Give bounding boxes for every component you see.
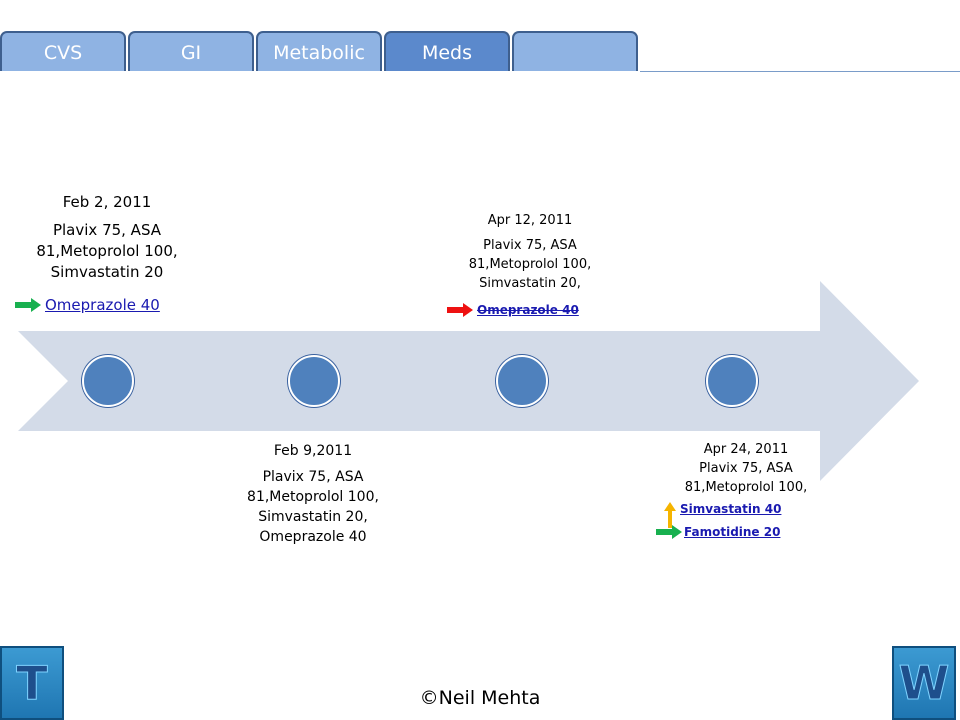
entry-date: Feb 2, 2011	[62, 193, 152, 211]
timeline-node-2[interactable]	[288, 355, 340, 407]
tab-bar: CVS GI Metabolic Meds	[0, 31, 960, 73]
entry-date: Apr 24, 2011	[703, 442, 789, 457]
entry-med-line: Simvastatin 20	[50, 263, 164, 281]
change-row: Simvastatin 40	[664, 498, 781, 528]
timeline-entry-apr-24: Apr 24, 2011 Plavix 75, ASA 81,Metoprolo…	[658, 440, 834, 497]
copyright-footer: ©Neil Mehta	[419, 687, 541, 709]
green-right-arrow-icon	[656, 525, 682, 539]
tab-blank[interactable]	[512, 31, 638, 71]
t-button[interactable]: T	[0, 646, 64, 720]
tab-cvs[interactable]: CVS	[0, 31, 126, 71]
entry-med-line: Plavix 75, ASA	[262, 469, 364, 485]
entry-med-line: Simvastatin 20,	[479, 276, 581, 291]
timeline-node-4[interactable]	[706, 355, 758, 407]
med-change-link[interactable]: Omeprazole 40	[45, 296, 160, 314]
timeline-node-3[interactable]	[496, 355, 548, 407]
entry-date: Apr 12, 2011	[487, 213, 573, 228]
med-change-link[interactable]: Simvastatin 40	[680, 502, 782, 516]
timeline-entry-feb-2: Feb 2, 2011 Plavix 75, ASA 81,Metoprolol…	[18, 192, 196, 283]
entry-med-line: Omeprazole 40	[259, 529, 367, 545]
timeline-entry-feb-9: Feb 9,2011 Plavix 75, ASA 81,Metoprolol …	[222, 441, 404, 547]
yellow-up-arrow-icon	[664, 502, 676, 528]
tab-meds[interactable]: Meds	[384, 31, 510, 71]
change-row: Omeprazole 40	[15, 296, 160, 314]
w-button[interactable]: W	[892, 646, 956, 720]
med-change-link[interactable]: Omeprazole 40	[477, 303, 579, 317]
red-right-arrow-icon	[447, 303, 473, 317]
med-change-link[interactable]: Famotidine 20	[684, 525, 781, 539]
entry-med-line: Simvastatin 20,	[258, 509, 368, 525]
timeline-entry-apr-12: Apr 12, 2011 Plavix 75, ASA 81,Metoprolo…	[445, 211, 615, 293]
entry-med-line: Plavix 75, ASA	[699, 461, 793, 476]
entry-date: Feb 9,2011	[273, 443, 353, 459]
entry-med-line: 81,Metoprolol 100,	[247, 489, 379, 505]
tab-metabolic[interactable]: Metabolic	[256, 31, 382, 71]
change-row: Omeprazole 40	[447, 303, 579, 317]
change-row: Famotidine 20	[656, 525, 780, 539]
entry-med-line: 81,Metoprolol 100,	[468, 257, 592, 272]
entry-med-line: 81,Metoprolol 100,	[684, 480, 808, 495]
entry-med-line: Plavix 75, ASA	[483, 238, 577, 253]
entry-med-line: Plavix 75, ASA	[52, 221, 162, 239]
tab-gi[interactable]: GI	[128, 31, 254, 71]
tab-baseline	[640, 71, 960, 72]
green-right-arrow-icon	[15, 298, 41, 312]
entry-med-line: 81,Metoprolol 100,	[36, 242, 178, 260]
timeline-node-1[interactable]	[82, 355, 134, 407]
